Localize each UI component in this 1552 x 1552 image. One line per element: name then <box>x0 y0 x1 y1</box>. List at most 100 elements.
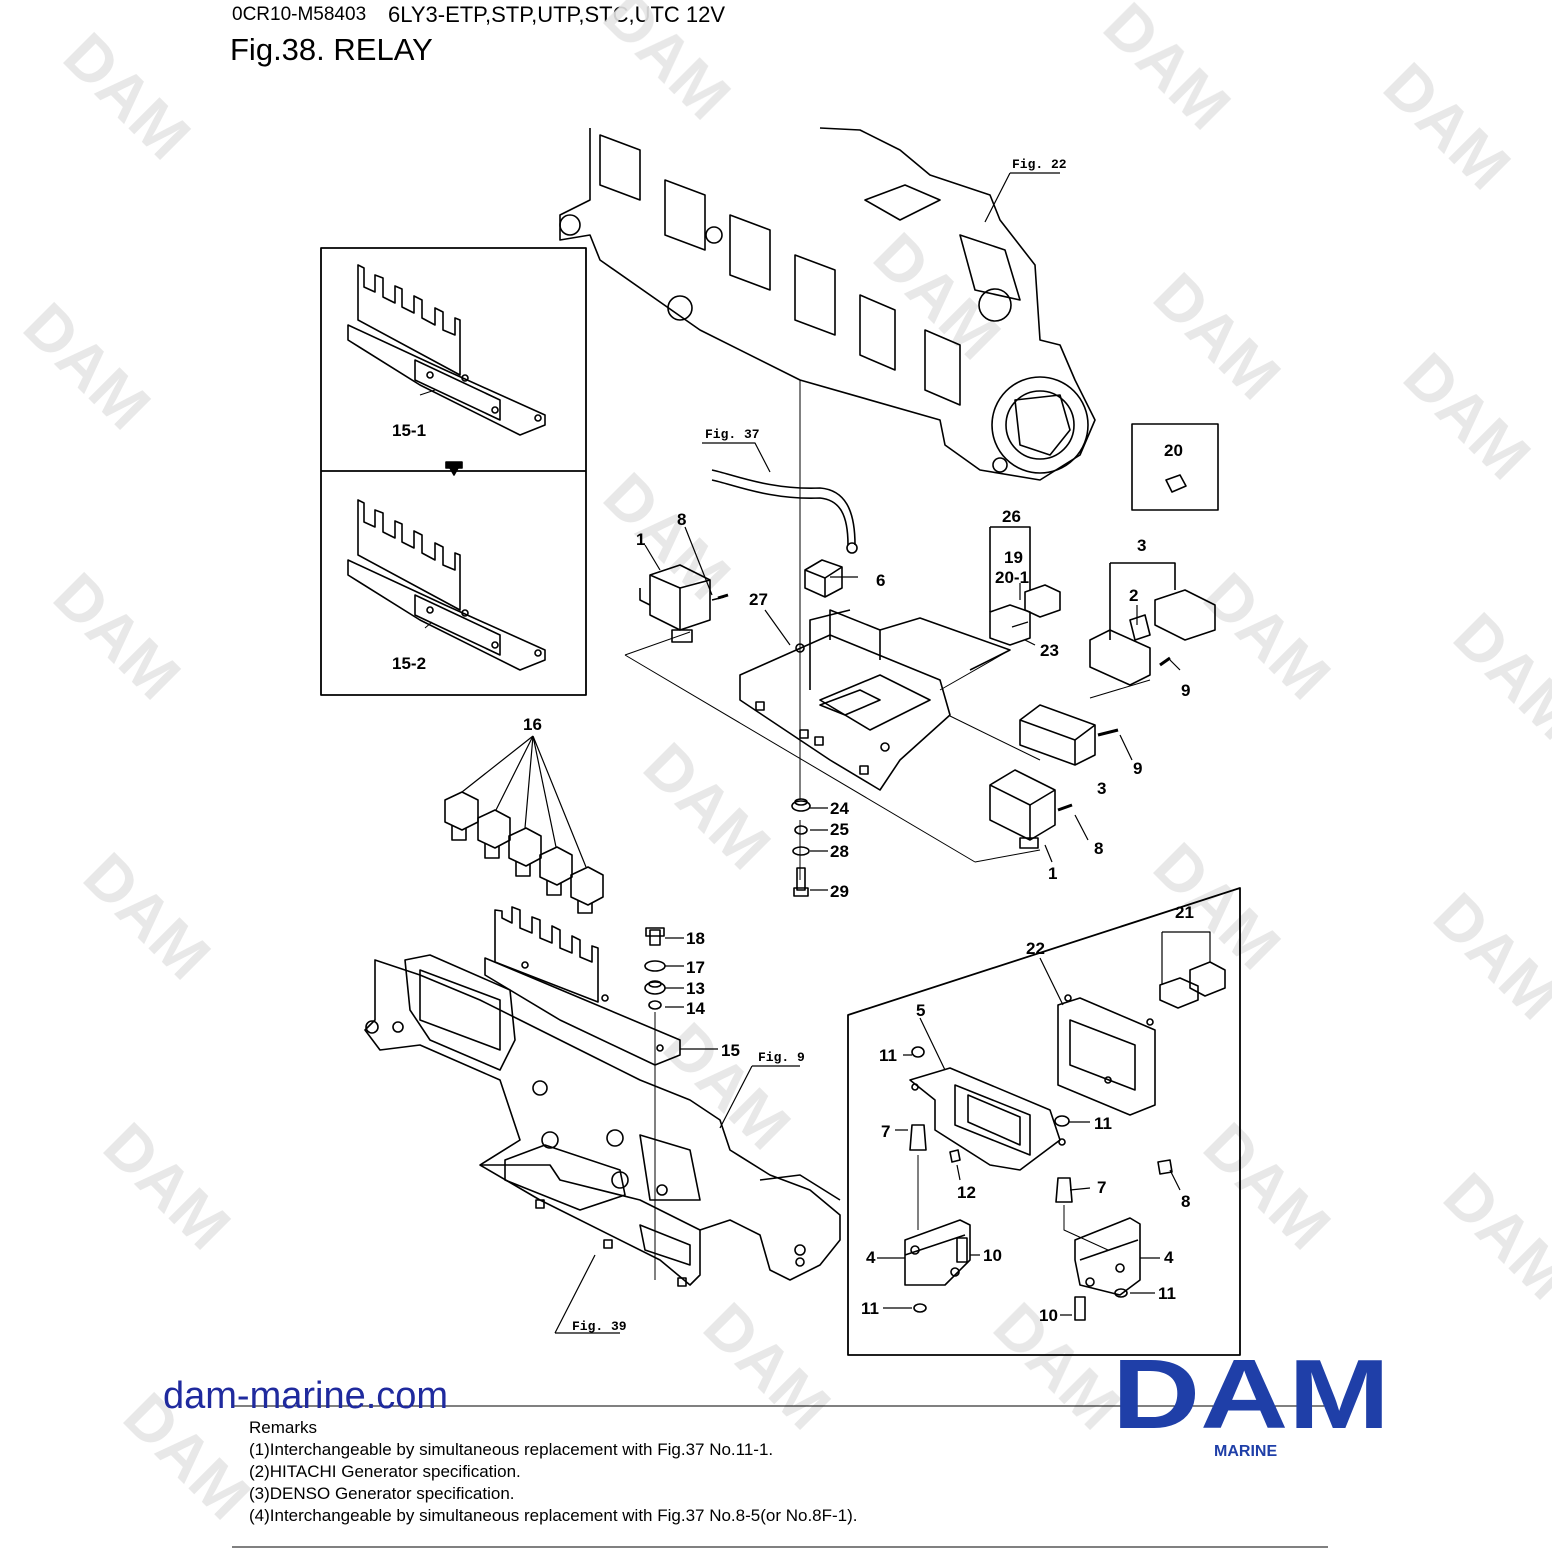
fig-ref-39: Fig. 39 <box>572 1319 627 1334</box>
callout-10: 10 <box>983 1246 1002 1265</box>
fig-ref-9: Fig. 9 <box>758 1050 805 1065</box>
remark-1: (1)Interchangeable by simultaneous repla… <box>249 1440 774 1459</box>
inset-mounting-detail <box>847 887 1241 1356</box>
callout-9: 9 <box>1181 681 1190 700</box>
fig-ref-37: Fig. 37 <box>705 427 760 442</box>
watermark-text: DAM <box>860 219 1014 373</box>
callout-11: 11 <box>1094 1114 1112 1133</box>
watermark-text: DAM <box>70 839 224 993</box>
callout-25: 25 <box>830 820 849 839</box>
fig-ref-22: Fig. 22 <box>1012 157 1067 172</box>
bracket-4-right <box>1074 1217 1141 1321</box>
callout-4: 4 <box>1164 1248 1174 1267</box>
callout-1: 1 <box>636 530 645 549</box>
callout-1: 1 <box>1048 864 1057 883</box>
brand-logo-subtitle: MARINE <box>1214 1443 1278 1460</box>
callout-9: 9 <box>1133 759 1142 778</box>
remarks-block: Remarks (1)Interchangeable by simultaneo… <box>249 1417 858 1527</box>
callout-13: 13 <box>686 979 705 998</box>
watermark: DAM DAM DAM DAM DAM DAM DAM DAM DAM DAM … <box>10 0 1552 1533</box>
document-code: 0CR10-M58403 <box>232 4 367 25</box>
relay-1-upper <box>639 564 729 643</box>
callout-20-1: 20-1 <box>995 568 1029 587</box>
watermark-text: DAM <box>10 289 164 443</box>
callout-6: 6 <box>876 571 885 590</box>
watermark-text: DAM <box>1430 1159 1552 1313</box>
watermark-text: DAM <box>1390 339 1544 493</box>
connector-21 <box>1159 931 1226 1009</box>
callout-15-1: 15-1 <box>392 421 426 440</box>
watermark-text: DAM <box>1140 829 1294 983</box>
bracket-5 <box>909 1067 1066 1171</box>
callout-7: 7 <box>881 1122 890 1141</box>
watermark-text: DAM <box>590 0 744 133</box>
bracket-22 <box>1057 994 1156 1116</box>
relay-bracket-27 <box>739 609 1011 791</box>
callout-8: 8 <box>1094 839 1103 858</box>
stack-hardware-24-29 <box>791 798 811 897</box>
callout-26: 26 <box>1002 507 1021 526</box>
callout-15: 15 <box>721 1041 740 1060</box>
remark-4: (4)Interchangeable by simultaneous repla… <box>249 1506 858 1525</box>
callout-20: 20 <box>1164 441 1183 460</box>
engine-cylinder-head <box>559 127 1096 481</box>
callout-24: 24 <box>830 799 849 818</box>
wire-harness <box>711 469 856 546</box>
callout-5: 5 <box>916 1001 925 1020</box>
callout-4: 4 <box>866 1248 876 1267</box>
callout-11: 11 <box>1158 1284 1176 1303</box>
watermark-text: DAM <box>1190 559 1344 713</box>
watermark-text: DAM <box>1090 0 1244 143</box>
mount-parts <box>909 1046 1173 1251</box>
watermark-text: DAM <box>40 559 194 713</box>
callout-17: 17 <box>686 958 705 977</box>
callout-3: 3 <box>1137 536 1146 555</box>
callout-8: 8 <box>677 510 686 529</box>
watermark-text: DAM <box>1140 259 1294 413</box>
callout-14: 14 <box>686 999 705 1018</box>
callout-7: 7 <box>1097 1178 1106 1197</box>
callout-18: 18 <box>686 929 705 948</box>
callout-16: 16 <box>523 715 542 734</box>
callout-11: 11 <box>879 1046 897 1065</box>
engine-base-frame <box>364 954 841 1287</box>
callout-12: 12 <box>957 1183 976 1202</box>
brand-logo: DAM <box>1112 1339 1390 1449</box>
callout-8: 8 <box>1181 1192 1190 1211</box>
connectors-16 <box>444 735 604 914</box>
watermark-text: DAM <box>1440 599 1552 753</box>
bracket-15-2 <box>347 499 546 671</box>
website-link[interactable]: dam-marine.com <box>163 1375 449 1417</box>
callout-29: 29 <box>830 882 849 901</box>
fuse-holder-26 <box>989 526 1061 646</box>
connector-6 <box>804 559 843 598</box>
remark-3: (3)DENSO Generator specification. <box>249 1484 515 1503</box>
figure-title: Fig.38. RELAY <box>230 32 433 67</box>
bracket-15-1 <box>347 264 546 436</box>
watermark-text: DAM <box>1420 879 1552 1033</box>
remark-2: (2)HITACHI Generator specification. <box>249 1462 521 1481</box>
callout-10: 10 <box>1039 1306 1058 1325</box>
bracket-15 <box>484 906 681 1066</box>
inset-bracket-variants <box>320 247 587 696</box>
inset-part-20 <box>1131 423 1219 511</box>
bracket-4-left <box>904 1219 971 1313</box>
remarks-title: Remarks <box>249 1418 318 1437</box>
callout-3: 3 <box>1097 779 1106 798</box>
callout-2: 2 <box>1129 586 1138 605</box>
callout-22: 22 <box>1026 939 1045 958</box>
callout-23: 23 <box>1040 641 1059 660</box>
watermark-text: DAM <box>1370 49 1524 203</box>
callout-27: 27 <box>749 590 768 609</box>
watermark-text: DAM <box>90 1109 244 1263</box>
watermark-text: DAM <box>630 729 784 883</box>
relay-1-lower <box>989 769 1073 849</box>
engine-model: 6LY3-ETP,STP,UTP,STC,UTC 12V <box>388 2 726 27</box>
callout-15-2: 15-2 <box>392 654 426 673</box>
callout-11: 11 <box>861 1299 879 1318</box>
relay-3-upper <box>1089 562 1216 686</box>
callout-28: 28 <box>830 842 849 861</box>
callout-21: 21 <box>1175 903 1194 922</box>
stack-hardware-13-18 <box>644 927 666 1280</box>
